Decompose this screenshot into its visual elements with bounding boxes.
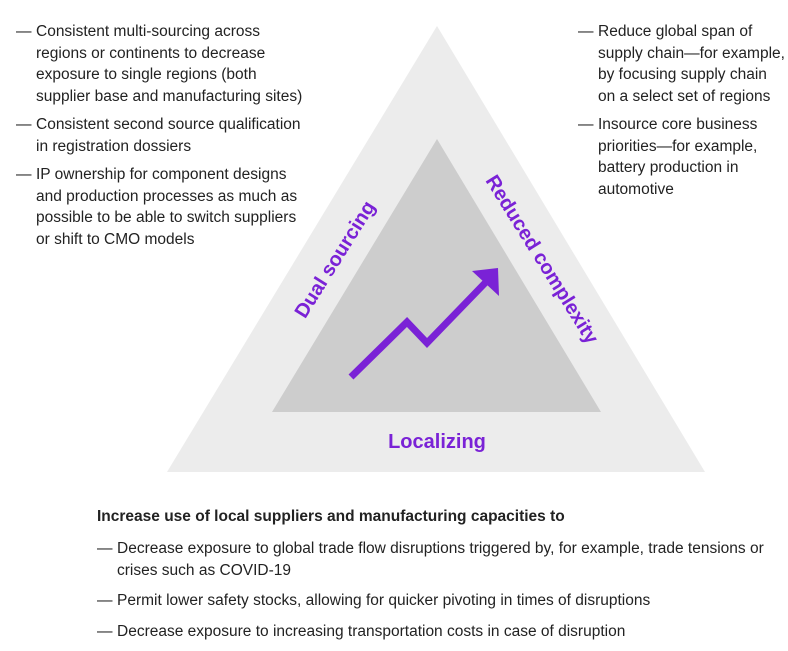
reduced-complexity-list: Reduce global span of supply chain—for e… [578, 21, 786, 207]
localizing-list: Decrease exposure to global trade flow d… [97, 538, 777, 651]
list-item: Decrease exposure to global trade flow d… [97, 538, 777, 581]
localizing-heading: Increase use of local suppliers and manu… [97, 508, 565, 525]
list-item: Permit lower safety stocks, allowing for… [97, 590, 777, 612]
list-item: IP ownership for component designs and p… [16, 164, 306, 250]
localizing-label: Localizing [388, 431, 486, 453]
inner-triangle [272, 139, 601, 412]
list-item: Insource core business priorities—for ex… [578, 114, 786, 200]
list-item: Consistent second source qualification i… [16, 114, 306, 157]
list-item: Decrease exposure to increasing transpor… [97, 621, 777, 643]
list-item: Reduce global span of supply chain—for e… [578, 21, 786, 107]
dual-sourcing-list: Consistent multi-sourcing across regions… [16, 21, 306, 257]
growth-arrow-icon [348, 279, 489, 380]
list-item: Consistent multi-sourcing across regions… [16, 21, 306, 107]
arrowhead-icon [472, 268, 499, 296]
